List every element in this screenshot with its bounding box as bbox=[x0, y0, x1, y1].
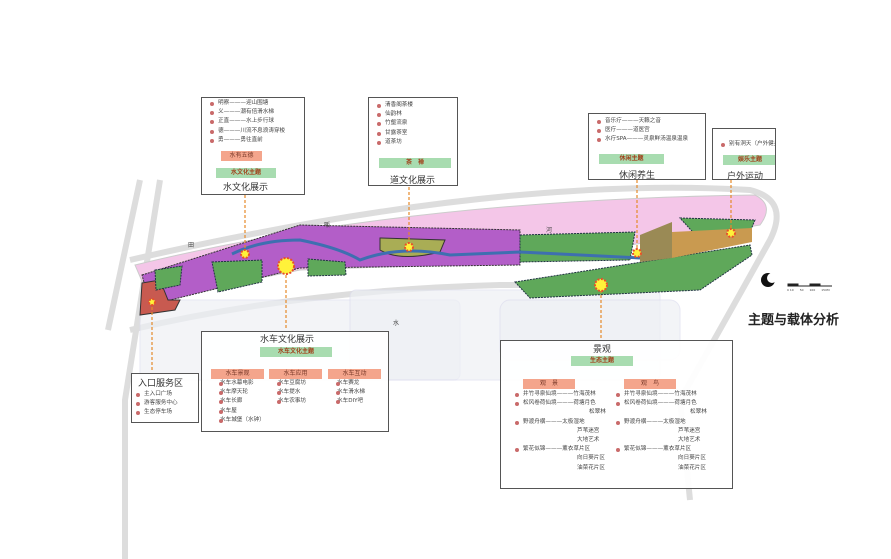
list-item: 音乐疗———天籁之音 bbox=[589, 117, 705, 126]
map-label-shui: 水 bbox=[393, 320, 400, 327]
group-birds-list: 井竹寻泉仙境———竹海茂林 松风卷荷仙境———荷塘月色 松翠林 野渡舟横———太… bbox=[608, 390, 707, 473]
list-item: 水车赛龙 bbox=[328, 379, 381, 388]
group-label: 水车景观 bbox=[211, 369, 264, 379]
list-item: 芦苇迷宫 bbox=[577, 427, 600, 434]
scale-bar bbox=[787, 283, 832, 287]
ecology-box: 景观 生态主题 观 景 观 鸟 井竹寻泉仙境———竹海茂林 松风卷荷仙境———荷… bbox=[500, 340, 733, 489]
box-title: 入口服务区 bbox=[138, 379, 184, 389]
box-title: 景观 bbox=[593, 345, 612, 355]
water-culture-box: 明察———迎山围塘 义———潮有倍滑水梯 正直———水上步行球 德———川流不息… bbox=[201, 97, 305, 195]
list-item: 水疗SPA———灵泉鲜汤温泉温泉 bbox=[589, 135, 705, 144]
group-waterwheel-interaction: 水车互动 水车赛龙 水车滑水梯 水车DIY吧 bbox=[328, 369, 381, 407]
box-title: 水车文化展示 bbox=[260, 335, 315, 345]
scale-label: 0 10 bbox=[787, 288, 794, 292]
group-label: 水车互动 bbox=[328, 369, 381, 379]
group-label: 观 鸟 bbox=[624, 379, 676, 389]
list-item: 松风卷荷仙境———荷塘月色 bbox=[608, 399, 707, 408]
theme-label: 茶 禅 bbox=[379, 158, 451, 168]
list-item: 水车豆腐坊 bbox=[269, 379, 322, 388]
list-item: 松翠林 bbox=[690, 409, 707, 416]
list-item: 水车长廊 bbox=[211, 397, 264, 406]
list-item: 别有洞天（户外健身） bbox=[713, 140, 775, 149]
tag-label: 水有五德 bbox=[221, 151, 262, 161]
list-item: 野渡舟横———太极湿地 bbox=[507, 418, 606, 427]
map-label-lue: 畈 bbox=[324, 222, 331, 229]
list-item: 松翠林 bbox=[589, 409, 606, 416]
entrance-box: 入口服务区 主入口广场 游客服务中心 生态停车场 bbox=[131, 373, 199, 423]
scale-label: 100 bbox=[809, 288, 816, 292]
outdoor-box: 别有洞天（户外健身） 娱乐主题 户外运动 bbox=[712, 128, 776, 180]
list-item: 繁花似锦———薰衣草片区 bbox=[507, 445, 606, 454]
leisure-box: 音乐疗———天籁之音 医疗———道医宫 水疗SPA———灵泉鲜汤温泉温泉 休闲主… bbox=[588, 113, 706, 181]
list-item: 芦苇迷宫 bbox=[678, 427, 701, 434]
waterwheel-box: 水车文化展示 水车文化主题 水车景观 水车水幕电影 水车摩天轮 水车长廊 水车屋… bbox=[201, 331, 389, 432]
list-item: 生态停车场 bbox=[128, 408, 178, 417]
list-item: 水车水幕电影 bbox=[211, 379, 264, 388]
list-item: 医疗———道医宫 bbox=[589, 126, 705, 135]
list-item: 松风卷荷仙境———荷塘月色 bbox=[507, 399, 606, 408]
list-item: 德———川流不息浪涛穿梭 bbox=[202, 127, 304, 136]
list-item: 井竹寻泉仙境———竹海茂林 bbox=[608, 390, 707, 399]
list-item: 勇———勇往直前 bbox=[202, 136, 304, 145]
box-title: 道文化展示 bbox=[390, 176, 436, 186]
node-water-culture bbox=[240, 249, 250, 259]
list-item: 水车DIY吧 bbox=[328, 397, 381, 406]
group-label: 水车应用 bbox=[269, 369, 322, 379]
list-item: 向日葵片区 bbox=[577, 455, 605, 462]
list-item: 正直———水上步行球 bbox=[202, 117, 304, 126]
list-item: 大地艺术 bbox=[577, 437, 600, 444]
scale-labels: 0 10 50 100 150M bbox=[787, 288, 830, 292]
list-item: 井竹寻泉仙境———竹海茂林 bbox=[507, 390, 606, 399]
box-title: 水文化展示 bbox=[223, 183, 269, 193]
group-label: 观 景 bbox=[523, 379, 575, 389]
list-item: 大地艺术 bbox=[678, 437, 701, 444]
list-item: 甘露茶室 bbox=[369, 129, 457, 138]
list-item: 仙韵林 bbox=[369, 110, 457, 119]
theme-label: 水文化主题 bbox=[216, 168, 276, 178]
list-item: 水车摩天轮 bbox=[211, 388, 264, 397]
list-item: 繁花似锦———薰衣草片区 bbox=[608, 445, 707, 454]
list-item: 向日葵片区 bbox=[678, 455, 706, 462]
scale-label: 50 bbox=[799, 288, 804, 292]
list-item: 义———潮有倍滑水梯 bbox=[202, 108, 304, 117]
list-item: 水车屋 bbox=[211, 407, 264, 416]
list-item: 油菜花片区 bbox=[577, 464, 605, 471]
group-landscape-list: 井竹寻泉仙境———竹海茂林 松风卷荷仙境———荷塘月色 松翠林 野渡舟横———太… bbox=[507, 390, 606, 473]
list-item: 清香阁茶楼 bbox=[369, 101, 457, 110]
theme-label: 休闲主题 bbox=[599, 154, 664, 164]
theme-label: 娱乐主题 bbox=[723, 155, 775, 165]
tea-box: 清香阁茶楼 仙韵林 竹壑流泉 甘露茶室 道茶坊 茶 禅 道文化展示 bbox=[368, 97, 458, 186]
page-title: 主题与载体分析 bbox=[748, 313, 840, 328]
group-waterwheel-landscape: 水车景观 水车水幕电影 水车摩天轮 水车长廊 水车屋 水车城堡（水钟） bbox=[211, 369, 265, 425]
list-item: 野渡舟横———太极湿地 bbox=[608, 418, 707, 427]
map-label-he: 河 bbox=[546, 227, 553, 234]
theme-label: 水车文化主题 bbox=[260, 347, 332, 357]
list-item: 主入口广场 bbox=[128, 390, 178, 399]
north-arrow-icon bbox=[761, 273, 777, 287]
box-title: 休闲养生 bbox=[619, 171, 656, 181]
list-item: 水车城堡（水钟） bbox=[211, 416, 265, 425]
map-label-tian: 田 bbox=[188, 242, 195, 249]
group-waterwheel-application: 水车应用 水车豆腐坊 水车提水 水车农事坊 bbox=[269, 369, 322, 407]
theme-label: 生态主题 bbox=[571, 356, 633, 366]
list-item: 油菜花片区 bbox=[678, 464, 706, 471]
list-item: 水车滑水梯 bbox=[328, 388, 381, 397]
list-item: 游客服务中心 bbox=[128, 399, 178, 408]
list-item: 水车提水 bbox=[269, 388, 322, 397]
list-item: 道茶坊 bbox=[369, 138, 457, 147]
list-item: 明察———迎山围塘 bbox=[202, 99, 304, 108]
box-title: 户外运动 bbox=[727, 172, 764, 180]
list-item: 水车农事坊 bbox=[269, 397, 322, 406]
scale-label: 150M bbox=[821, 288, 830, 292]
list-item: 竹壑流泉 bbox=[369, 119, 457, 128]
